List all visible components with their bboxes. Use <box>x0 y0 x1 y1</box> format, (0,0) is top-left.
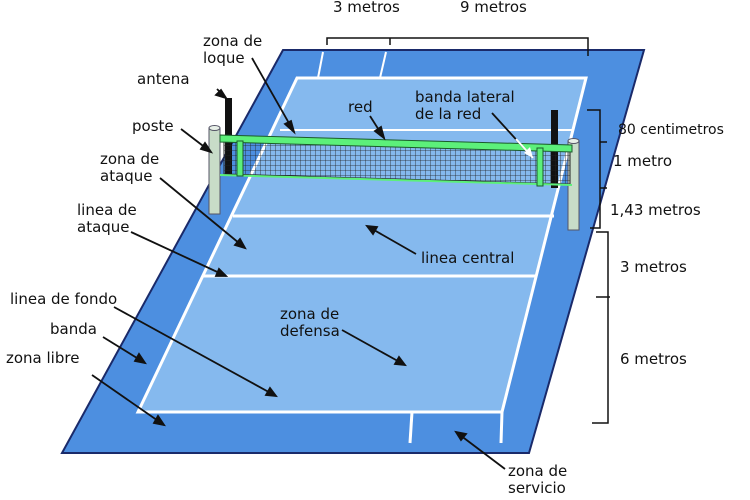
label-arrows <box>91 57 534 470</box>
service-zone-mark-top-left <box>317 51 324 79</box>
post-left-top <box>208 125 221 131</box>
label-9-metros-top: 9 metros <box>460 0 527 16</box>
label-antena: antena <box>137 70 190 88</box>
label-poste: poste <box>132 117 174 135</box>
post-right-top <box>567 138 580 144</box>
label-banda-lateral: banda lateral de la red <box>415 88 519 123</box>
service-zone-mark-left <box>408 411 414 444</box>
net-bottom-cable <box>219 174 573 186</box>
height-bracket <box>587 109 607 229</box>
label-3-metros-top: 3 metros <box>333 0 400 16</box>
label-80-centimetros: 80 centimetros <box>618 122 724 138</box>
label-linea-de-ataque: linea de ataque <box>77 201 142 236</box>
net-side-band-left <box>236 140 244 177</box>
label-zona-de-loque: zona de loque <box>203 32 267 67</box>
service-zone-mark-right <box>499 411 504 444</box>
label-1-43-metros: 1,43 metros <box>610 201 701 219</box>
label-linea-de-fondo: linea de fondo <box>10 290 117 308</box>
depth-bracket <box>592 231 610 424</box>
service-zone-mark-top-right <box>379 51 387 79</box>
banda-lateral-arrowhead <box>524 147 533 158</box>
label-zona-libre: zona libre <box>6 349 79 367</box>
net-side-band-right <box>536 147 544 187</box>
label-banda: banda <box>50 320 97 338</box>
label-linea-central: linea central <box>421 249 514 267</box>
post-left <box>208 127 221 215</box>
label-zona-de-servicio: zona de servicio <box>508 462 572 497</box>
label-6-metros-right: 6 metros <box>620 350 687 368</box>
label-1-metro: 1 metro <box>613 152 672 170</box>
label-red: red <box>348 98 373 116</box>
label-zona-de-ataque: zona de ataque <box>100 150 164 185</box>
label-3-metros-right: 3 metros <box>620 258 687 276</box>
label-zona-de-defensa: zona de defensa <box>280 305 344 340</box>
net-top-band <box>219 134 573 153</box>
top-dimension-brackets <box>326 37 589 56</box>
